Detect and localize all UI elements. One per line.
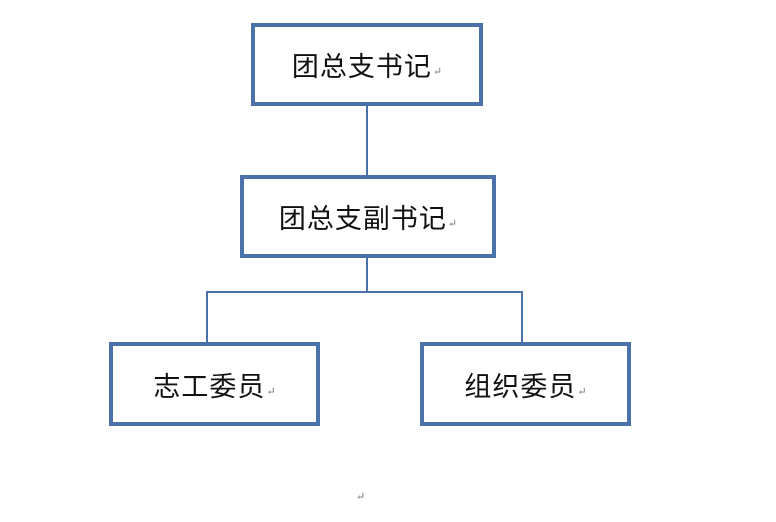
secretary-node: 团总支书记↵ bbox=[251, 23, 483, 106]
paragraph-mark-icon: ↵ bbox=[447, 217, 458, 230]
deputy-secretary-node: 团总支副书记↵ bbox=[240, 175, 496, 258]
paragraph-mark-icon: ↵ bbox=[266, 384, 276, 398]
organization-committee-label: 组织委员 bbox=[464, 371, 577, 403]
volunteer-committee-node: 志工委员↵ bbox=[109, 342, 320, 426]
organization-committee-node: 组织委员↵ bbox=[420, 342, 631, 426]
paragraph-mark-icon: ↵ bbox=[432, 65, 443, 78]
trailing-paragraph-mark-icon: ↵ bbox=[356, 490, 366, 503]
volunteer-committee-label: 志工委员 bbox=[153, 371, 266, 403]
deputy-secretary-label: 团总支副书记 bbox=[278, 204, 447, 235]
paragraph-mark-icon: ↵ bbox=[577, 384, 587, 398]
secretary-label: 团总支书记 bbox=[291, 52, 432, 83]
